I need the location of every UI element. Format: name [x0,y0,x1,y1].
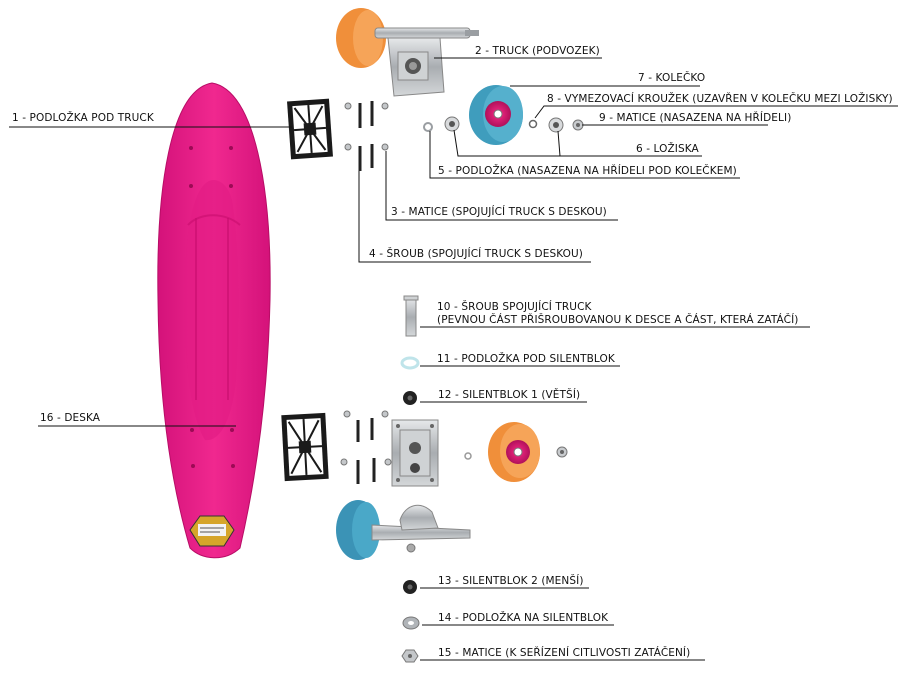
leader-lines [9,57,898,661]
kingpin-bolt [403,295,419,337]
bushing-washer [400,356,420,370]
label-10-kingpin: 10 - ŠROUB SPOJUJÍCÍ TRUCK [437,301,592,313]
deck [157,82,271,559]
riser-pad-bottom [281,412,329,482]
label-7-wheel: 7 - KOLEČKO [638,72,706,84]
bushing-large [403,391,417,405]
label-5-washer: 5 - PODLOŽKA (NASAZENA NA HŘÍDELI POD KO… [438,165,737,177]
truck-bottom [391,419,439,487]
label-11-bushing-washer: 11 - PODLOŽKA POD SILENTBLOK [437,353,615,365]
label-12-bushing-large: 12 - SILENTBLOK 1 (VĚTŠÍ) [438,389,581,401]
bolts-nuts-top [344,101,389,171]
label-1-riser-pad: 1 - PODLOŽKA POD TRUCK [12,112,154,124]
label-3-nut: 3 - MATICE (SPOJUJÍCÍ TRUCK S DESKOU) [391,206,607,218]
label-9-axle-nut: 9 - MATICE (NASAZENA NA HŘÍDELI) [599,112,792,124]
bolts-nuts-bottom [340,410,392,484]
wheel-bottom [464,422,568,482]
label-2-truck: 2 - TRUCK (PODVOZEK) [475,45,600,57]
label-14-cup-washer: 14 - PODLOŽKA NA SILENTBLOK [438,612,609,624]
deck-sticker [189,515,235,547]
label-10-kingpin-detail: (PEVNOU ČÁST PŘIŠROUBOVANOU K DESCE A ČÁ… [437,314,799,326]
bushing-small [403,580,417,594]
riser-pad-top [287,98,333,160]
wheel-top [469,85,523,145]
label-8-spacer: 8 - VYMEZOVACÍ KROUŽEK (UZAVŘEN V KOLEČK… [547,93,893,105]
label-6-bearings: 6 - LOŽISKA [636,143,699,155]
axle-parts-top [423,116,584,133]
label-16-deck: 16 - DESKA [40,412,101,424]
kingpin-nut [401,649,419,663]
bushing-cup-washer [402,616,420,630]
truck-top [336,8,479,97]
label-13-bushing-small: 13 - SILENTBLOK 2 (MENŠÍ) [438,575,584,587]
label-4-bolt: 4 - ŠROUB (SPOJUJÍCÍ TRUCK S DESKOU) [369,248,583,260]
label-15-kingpin-nut: 15 - MATICE (K SEŘÍZENÍ CITLIVOSTI ZATÁČ… [438,647,691,659]
truck-hanger-bottom [336,500,471,560]
